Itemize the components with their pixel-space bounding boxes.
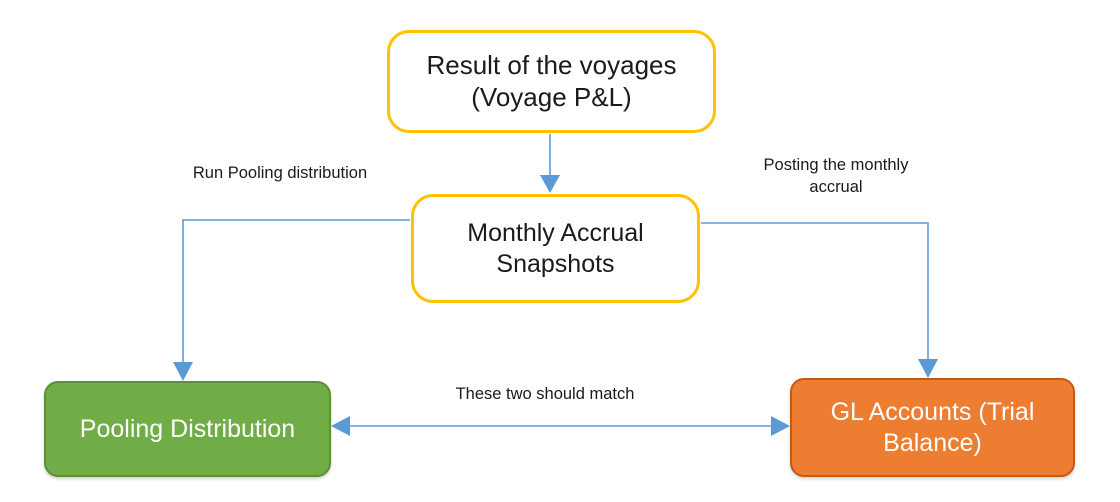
edge-label-these-two-should-match: These two should match: [455, 385, 635, 403]
edge-label-run-pooling-distribution: Run Pooling distribution: [192, 164, 368, 182]
node-monthly-accrual[interactable]: Monthly Accrual Snapshots: [411, 194, 700, 303]
edge-accrual-to-pooling-arrowhead: [173, 362, 193, 381]
edge-pooling-to-gl-arrowhead-right: [771, 416, 790, 436]
edge-accrual-to-gl-arrowhead: [918, 359, 938, 378]
node-voyage-result[interactable]: Result of the voyages (Voyage P&L): [387, 30, 716, 133]
edge-pooling-to-gl-arrowhead-left: [331, 416, 350, 436]
node-pooling-distribution[interactable]: Pooling Distribution: [44, 381, 331, 477]
edge-accrual-to-pooling: [173, 219, 410, 381]
edge-accrual-to-gl: [701, 222, 938, 378]
node-gl-accounts[interactable]: GL Accounts (Trial Balance): [790, 378, 1075, 477]
edge-accrual-to-pooling-line: [182, 219, 410, 363]
edge-label-posting-the-monthly-accrual: Posting the monthly accrual: [763, 156, 909, 196]
edge-accrual-to-gl-line: [701, 222, 929, 360]
edge-pooling-to-gl: [331, 416, 790, 436]
edge-voyage-to-accrual: [540, 134, 560, 193]
edge-voyage-to-accrual-arrowhead: [540, 175, 560, 193]
